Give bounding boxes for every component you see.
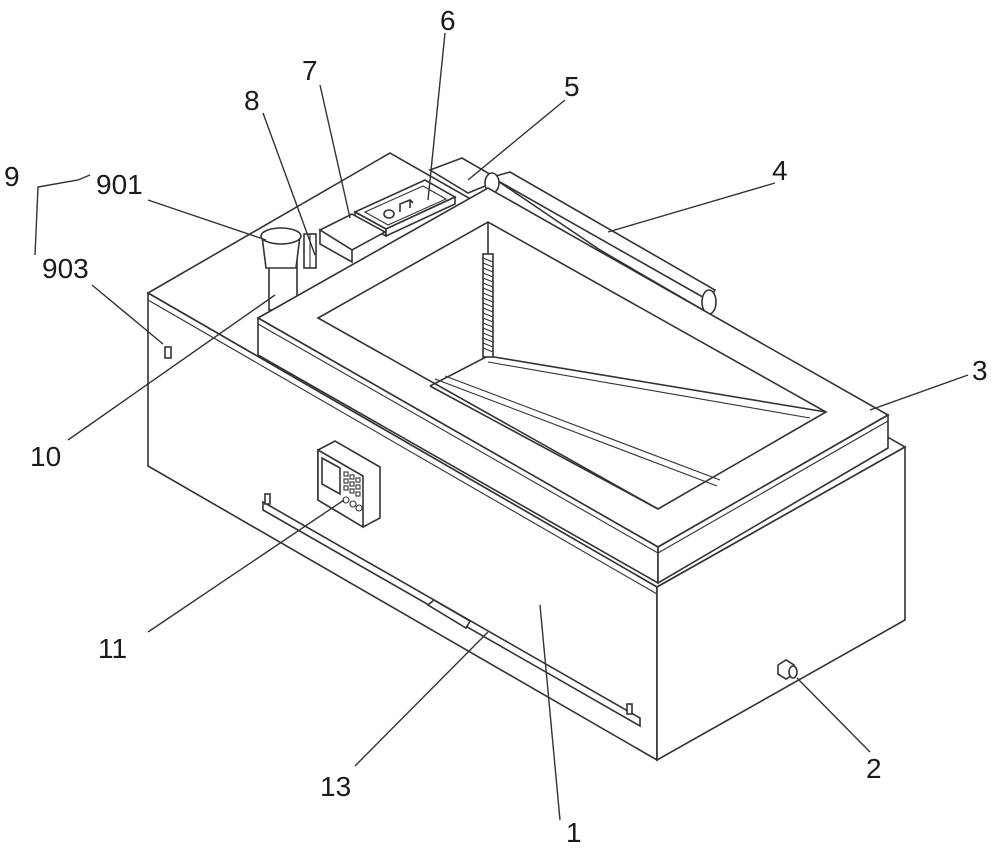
side-sensor (164, 346, 172, 359)
housing-side-face (656, 445, 906, 762)
label-8: 8 (244, 85, 260, 116)
label-13: 13 (320, 771, 351, 802)
label-10: 10 (30, 441, 61, 472)
faucet-icon (399, 199, 414, 212)
keypad (342, 471, 363, 512)
label-4: 4 (772, 155, 788, 186)
label-11: 11 (98, 633, 127, 664)
label-901: 901 (96, 169, 143, 200)
drain-fitting (777, 659, 798, 680)
label-3: 3 (972, 355, 988, 386)
reference-labels: 1 2 3 4 5 6 7 8 9 901 903 10 11 13 (4, 5, 988, 848)
cup-post (268, 261, 298, 311)
cup-rim (260, 227, 302, 245)
leader-lines (34, 32, 969, 821)
cup-assembly (260, 227, 302, 311)
label-5: 5 (564, 71, 580, 102)
label-903: 903 (42, 253, 89, 284)
label-9: 9 (4, 161, 20, 192)
control-panel (317, 440, 381, 529)
label-1: 1 (566, 817, 582, 848)
drawer-handle (426, 599, 472, 630)
threaded-rod (482, 253, 494, 358)
tray-frame (256, 187, 890, 585)
roller-cylinder (484, 171, 717, 315)
label-7: 7 (302, 55, 318, 86)
motor-block (318, 213, 387, 264)
label-6: 6 (440, 5, 456, 36)
valve-knob-icon (383, 209, 395, 219)
label-2: 2 (866, 753, 882, 784)
panel-screen (321, 456, 341, 496)
